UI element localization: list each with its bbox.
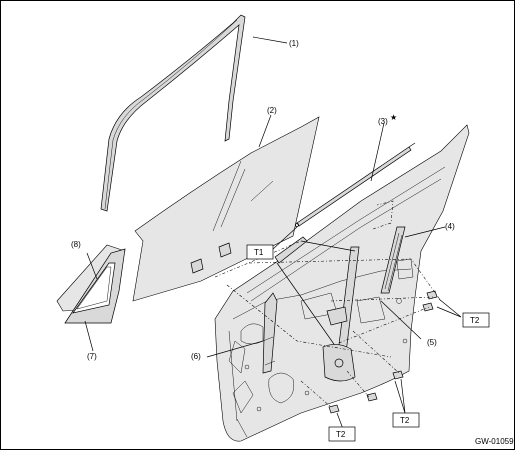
glass-run-part-1 xyxy=(100,14,246,212)
torque-box-t2-bottom-mid: T2 xyxy=(392,412,420,428)
torque-label-t2-bottom-left: T2 xyxy=(336,430,346,439)
torque-label-t1: T1 xyxy=(254,248,264,257)
torque-label-t2-right: T2 xyxy=(470,316,480,325)
alignment-lines xyxy=(214,200,442,408)
torque-box-t2-bottom-left: T2 xyxy=(328,426,356,442)
callout-4: (4) xyxy=(445,222,455,231)
motor-bracket-part-6 xyxy=(262,336,276,366)
callout-1: (1) xyxy=(289,39,299,48)
callout-2: (2) xyxy=(267,106,277,115)
torque-label-t2-bottom-mid: T2 xyxy=(400,416,410,425)
door-glass-part-2 xyxy=(132,116,320,302)
quarter-glass-part-8 xyxy=(56,244,126,324)
window-regulator-part-5 xyxy=(262,236,360,382)
callout-6: (6) xyxy=(191,352,201,361)
torque-box-t2-right: T2 xyxy=(462,312,490,328)
outer-weatherstrip-part-3 xyxy=(295,142,416,227)
leader-lines xyxy=(84,36,462,430)
callout-3: (3) xyxy=(378,117,388,126)
glass-channel-part-4 xyxy=(380,226,406,294)
callout-7: (7) xyxy=(87,352,97,361)
torque-box-t1: T1 xyxy=(246,244,274,260)
callout-3-star: ★ xyxy=(390,113,397,122)
callout-5: (5) xyxy=(427,338,437,347)
callout-8: (8) xyxy=(71,240,81,249)
figure-code: GW-01059 xyxy=(475,437,514,446)
